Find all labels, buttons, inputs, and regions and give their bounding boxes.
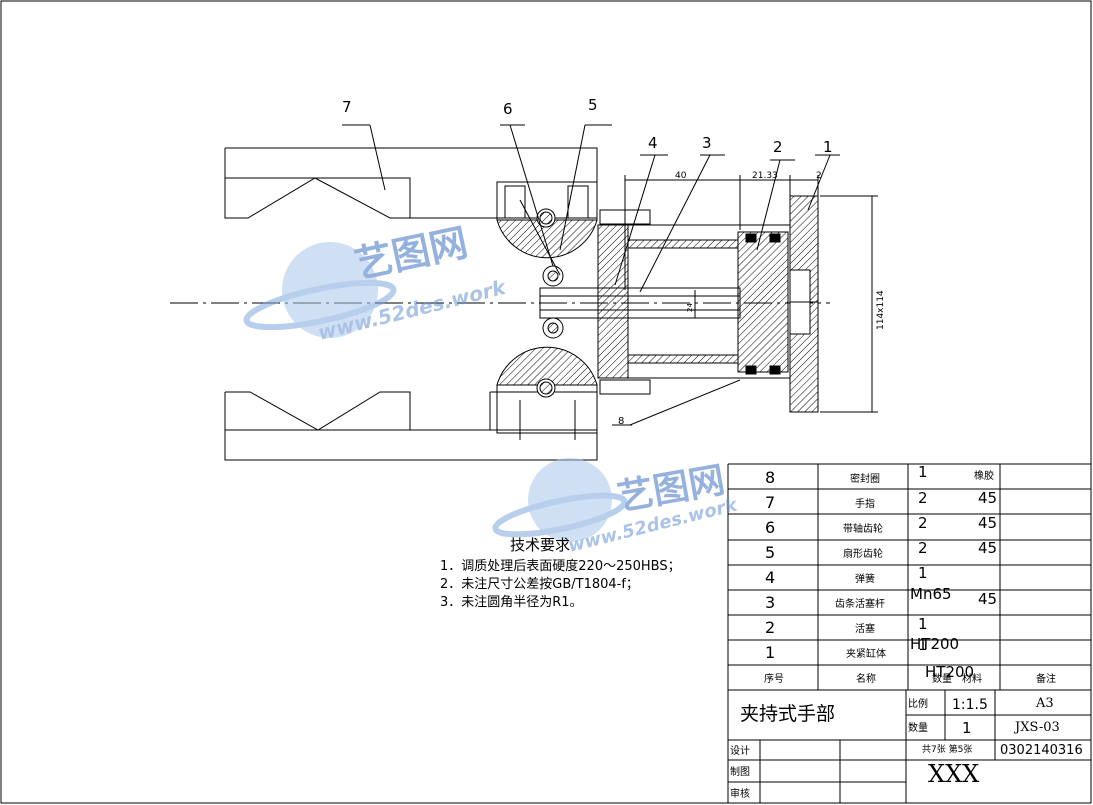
balloon-7: 7 xyxy=(342,98,352,116)
row-4-material: Mn65 xyxy=(910,585,952,603)
row-2-name: 活塞 xyxy=(855,622,875,635)
scale-value: 1:1.5 xyxy=(952,697,988,713)
piston xyxy=(737,231,789,373)
header-qty: 数量 xyxy=(932,672,952,685)
balloon-labels: 7 6 5 4 3 2 1 8 xyxy=(342,96,833,427)
dim-40: 40 xyxy=(675,171,687,181)
balloon-2: 2 xyxy=(773,138,783,156)
lower-sector-gear xyxy=(496,346,598,386)
parts-table xyxy=(727,463,1091,803)
drawing-title: 夹持式手部 xyxy=(740,703,835,725)
checker-label: 审核 xyxy=(730,787,750,800)
balloon-3: 3 xyxy=(702,134,712,152)
row-2-no: 2 xyxy=(765,618,775,637)
drafter-label: 制图 xyxy=(730,765,750,778)
row-7-material: 45 xyxy=(978,489,997,507)
row-8-qty: 1 xyxy=(918,463,928,481)
watermark-2: 艺图网 www.52des.work xyxy=(492,458,740,557)
row-3-no: 3 xyxy=(765,593,775,612)
requirement-2: 2．未注尺寸公差按GB/T1804-f； xyxy=(440,577,639,592)
code-value: JXS-03 xyxy=(1013,720,1060,735)
balloon-1: 1 xyxy=(823,138,833,156)
row-4-qty: 1 xyxy=(918,564,928,582)
row-3-material: 45 xyxy=(978,590,997,608)
requirement-1: 1．调质处理后表面硬度220～250HBS； xyxy=(440,559,681,574)
row-8-material: 橡胶 xyxy=(974,469,994,482)
row-8-no: 8 xyxy=(765,468,775,487)
dim-24: 24 xyxy=(686,303,694,312)
watermark-1-name: 艺图网 xyxy=(351,220,472,287)
row-6-name: 带轴齿轮 xyxy=(843,522,883,535)
designer-label: 设计 xyxy=(730,744,750,757)
row-6-material: 45 xyxy=(978,514,997,532)
row-8-name: 密封圈 xyxy=(850,472,880,485)
technical-requirements-title: 技术要求 xyxy=(510,536,571,554)
company-name: XXX xyxy=(928,760,979,788)
parts-table-text: 8 密封圈 1 橡胶 7 手指 2 45 6 带轴齿轮 2 45 5 扇形齿轮 … xyxy=(730,463,1083,800)
row-3-name: 齿条活塞杆 xyxy=(835,597,885,610)
qty-value: 1 xyxy=(962,719,972,737)
qty-label: 数量 xyxy=(908,721,928,734)
row-1-name: 夹紧缸体 xyxy=(846,647,886,660)
dim-2: 2 xyxy=(816,171,822,181)
balloon-4: 4 xyxy=(648,134,658,152)
requirement-3: 3．未注圆角半径为R1。 xyxy=(440,595,583,610)
balloon-6: 6 xyxy=(503,100,513,118)
upper-finger xyxy=(224,147,598,219)
row-6-no: 6 xyxy=(765,518,775,537)
row-1-no: 1 xyxy=(765,643,775,662)
row-5-material: 45 xyxy=(978,539,997,557)
row-3-qty: 1 xyxy=(918,615,928,633)
header-name: 名称 xyxy=(856,672,876,685)
assembly-drawing xyxy=(170,124,878,461)
header-material: 材料 xyxy=(962,672,982,685)
lower-finger xyxy=(224,429,598,461)
row-1-material: HT200 xyxy=(925,663,974,681)
row-5-qty: 2 xyxy=(918,539,928,557)
dim-114: 114x114 xyxy=(876,290,886,330)
dimension-labels: 40 21.33 2 114x114 24 xyxy=(675,171,886,330)
technical-requirements: 技术要求 1．调质处理后表面硬度220～250HBS； 2．未注尺寸公差按GB/… xyxy=(440,536,681,612)
dim-21-33: 21.33 xyxy=(752,171,778,181)
row-5-no: 5 xyxy=(765,543,775,562)
row-2-qty: 1 xyxy=(918,636,928,654)
row-4-no: 4 xyxy=(765,568,775,587)
row-4-name: 弹簧 xyxy=(855,572,875,585)
header-remark: 备注 xyxy=(1036,672,1056,685)
row-6-qty: 2 xyxy=(918,514,928,532)
scale-label: 比例 xyxy=(908,697,928,710)
row-2-material-shown: HT200 xyxy=(910,635,959,653)
row-7-name: 手指 xyxy=(855,497,875,510)
row-7-qty: 2 xyxy=(918,489,928,507)
watermark-1: 艺图网 www.52des.work xyxy=(243,220,509,345)
header-no: 序号 xyxy=(764,672,784,685)
balloon-5: 5 xyxy=(588,96,598,114)
sheets-value: 共7张 第5张 xyxy=(922,743,972,755)
balloon-8: 8 xyxy=(618,416,624,427)
row-5-name: 扇形齿轮 xyxy=(843,547,883,560)
size-value: A3 xyxy=(1035,696,1054,711)
upper-sector-gear xyxy=(496,219,598,259)
row-7-no: 7 xyxy=(765,493,775,512)
number-value: 0302140316 xyxy=(1000,743,1083,758)
